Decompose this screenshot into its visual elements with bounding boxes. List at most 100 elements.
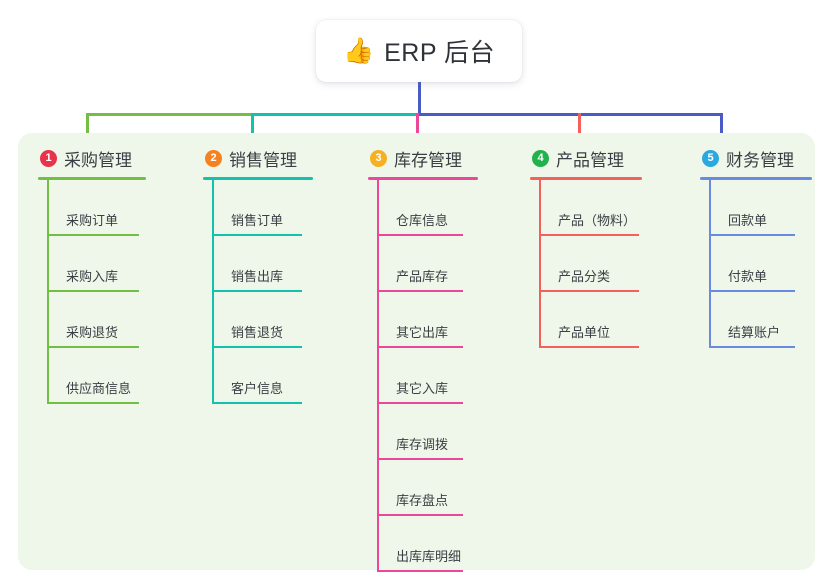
branch-title: 采购管理 (64, 150, 132, 170)
branch-item-underline (709, 234, 795, 236)
branch-item-inner: 出库库明细 (377, 546, 463, 572)
branch-title: 库存管理 (394, 150, 462, 170)
branch-item-underline (377, 290, 463, 292)
root-node[interactable]: 👍 ERP 后台 (316, 20, 522, 82)
branch-item-label: 产品分类 (558, 269, 611, 284)
branch-item-label: 付款单 (728, 269, 768, 284)
branch-title: 财务管理 (726, 150, 794, 170)
branch-underline (700, 177, 812, 180)
branch-item-underline (539, 346, 639, 348)
branch-title: 产品管理 (556, 150, 624, 170)
branch-item[interactable]: 其它出库 (368, 292, 518, 348)
branch-underline (530, 177, 642, 180)
branch-item-inner: 付款单 (709, 266, 795, 292)
branch-items: 产品（物料） 产品分类产品单位 (530, 180, 678, 348)
branch-item-underline (377, 234, 463, 236)
branch-drop-line-3 (416, 113, 419, 145)
branch-item-inner: 销售出库 (212, 266, 302, 292)
branch-column-库存管理: 3 库存管理仓库信息产品库存其它出库其它入库库存调拨库存盘点出库库明细 (368, 145, 518, 572)
branch-underline (203, 177, 313, 180)
branch-item-underline (539, 290, 639, 292)
branch-item[interactable]: 付款单 (700, 236, 839, 292)
branch-item[interactable]: 产品单位 (530, 292, 678, 348)
branch-item-inner: 销售订单 (212, 210, 302, 236)
branch-item-underline (212, 346, 302, 348)
branch-item[interactable]: 客户信息 (203, 348, 351, 404)
branch-item[interactable]: 采购订单 (38, 180, 188, 236)
branch-item[interactable]: 仓库信息 (368, 180, 518, 236)
branch-item-label: 回款单 (728, 213, 768, 228)
branch-item-inner: 库存调拨 (377, 434, 463, 460)
branch-item-underline (377, 402, 463, 404)
branch-spine (212, 180, 214, 404)
branch-spine (47, 180, 49, 404)
branch-drop-line-5 (720, 113, 723, 145)
branch-item[interactable]: 供应商信息 (38, 348, 188, 404)
thumbs-up-icon: 👍 (342, 36, 375, 65)
branch-item[interactable]: 产品分类 (530, 236, 678, 292)
branch-drop-line-4 (578, 113, 581, 145)
branch-item[interactable]: 产品库存 (368, 236, 518, 292)
branch-item[interactable]: 产品（物料） (530, 180, 678, 236)
connector-segment-1 (86, 113, 254, 116)
branch-item[interactable]: 采购退货 (38, 292, 188, 348)
branch-item-inner: 销售退货 (212, 322, 302, 348)
branch-item-label: 销售订单 (231, 213, 284, 228)
branch-item-label: 结算账户 (728, 325, 781, 340)
branch-index-badge: 3 (370, 149, 387, 167)
branch-index-badge: 4 (532, 149, 549, 167)
branch-item-inner: 仓库信息 (377, 210, 463, 236)
branch-item-label: 采购订单 (66, 213, 119, 228)
branch-item[interactable]: 回款单 (700, 180, 839, 236)
branch-item-label: 产品库存 (396, 269, 449, 284)
branch-item-inner: 采购退货 (47, 322, 139, 348)
branch-header-产品管理[interactable]: 4 产品管理 (530, 145, 678, 171)
branch-index-badge: 1 (40, 149, 57, 167)
branch-item[interactable]: 销售订单 (203, 180, 351, 236)
branch-index-badge: 2 (205, 149, 222, 167)
branch-item[interactable]: 销售退货 (203, 292, 351, 348)
branch-item-label: 出库库明细 (396, 549, 462, 564)
branch-item[interactable]: 采购入库 (38, 236, 188, 292)
branch-item-underline (709, 346, 795, 348)
branch-item-label: 销售退货 (231, 325, 284, 340)
branch-item-underline (212, 402, 302, 404)
branch-item[interactable]: 库存调拨 (368, 404, 518, 460)
branch-item-label: 库存调拨 (396, 437, 449, 452)
branch-item-underline (212, 290, 302, 292)
branch-item-underline (47, 402, 139, 404)
branch-item-label: 库存盘点 (396, 493, 449, 508)
branch-item-inner: 结算账户 (709, 322, 795, 348)
branch-header-库存管理[interactable]: 3 库存管理 (368, 145, 518, 171)
branch-spine (709, 180, 711, 348)
branch-item-label: 供应商信息 (66, 381, 132, 396)
branch-item[interactable]: 销售出库 (203, 236, 351, 292)
branch-item[interactable]: 出库库明细 (368, 516, 518, 572)
branch-item-label: 产品（物料） (558, 213, 637, 228)
branch-drop-line-1 (86, 113, 89, 145)
branch-item[interactable]: 库存盘点 (368, 460, 518, 516)
branch-item-label: 采购入库 (66, 269, 119, 284)
root-drop-line (418, 82, 421, 113)
branch-item-underline (47, 290, 139, 292)
branch-item[interactable]: 结算账户 (700, 292, 839, 348)
connector-segment-3 (419, 113, 723, 116)
branch-header-采购管理[interactable]: 1 采购管理 (38, 145, 188, 171)
branch-underline (38, 177, 146, 180)
branch-item-label: 其它出库 (396, 325, 449, 340)
branch-item[interactable]: 其它入库 (368, 348, 518, 404)
branch-underline (368, 177, 478, 180)
branch-item-inner: 产品单位 (539, 322, 639, 348)
branch-item-underline (47, 346, 139, 348)
branch-item-inner: 产品库存 (377, 266, 463, 292)
branch-item-inner: 产品分类 (539, 266, 639, 292)
branch-item-inner: 库存盘点 (377, 490, 463, 516)
branch-items: 仓库信息产品库存其它出库其它入库库存调拨库存盘点出库库明细 (368, 180, 518, 572)
branch-item-underline (377, 514, 463, 516)
branch-item-underline (709, 290, 795, 292)
branch-item-underline (377, 570, 463, 572)
